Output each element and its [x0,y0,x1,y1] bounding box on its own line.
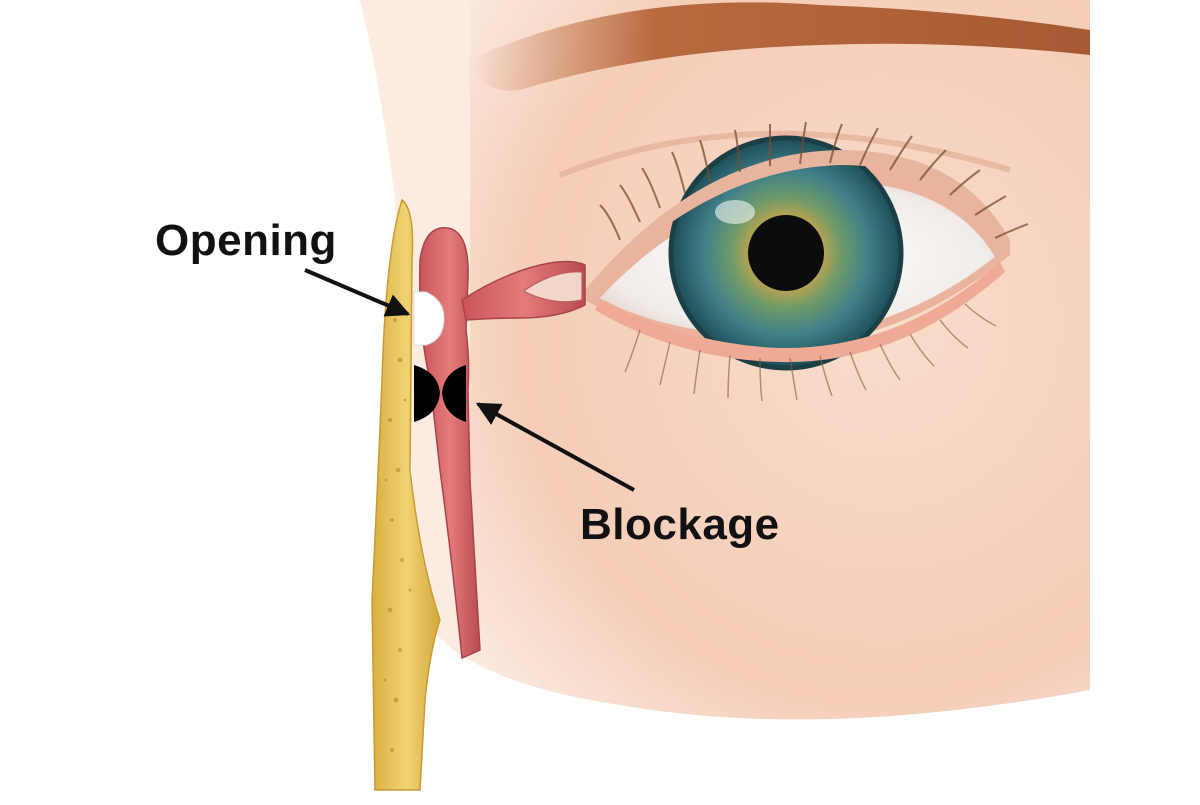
iris-ring [668,135,904,371]
lower-lid [595,262,1005,363]
nasal-bone [371,198,441,791]
canaliculi-inner [524,271,583,303]
duct-blockage-right [442,365,466,422]
arrow-icon [304,268,411,317]
duct-blockage-left [414,365,440,422]
upper-eyelashes [599,121,1029,241]
lower-eyelashes [624,303,997,402]
label-opening: Opening [155,216,337,265]
label-blockage: Blockage [580,500,780,549]
eyebrow [470,2,1090,91]
arrow-icon [475,402,635,492]
eye-highlight [715,200,755,224]
pupil [748,215,824,291]
duct-opening [413,291,445,346]
bone-texture [383,318,412,752]
